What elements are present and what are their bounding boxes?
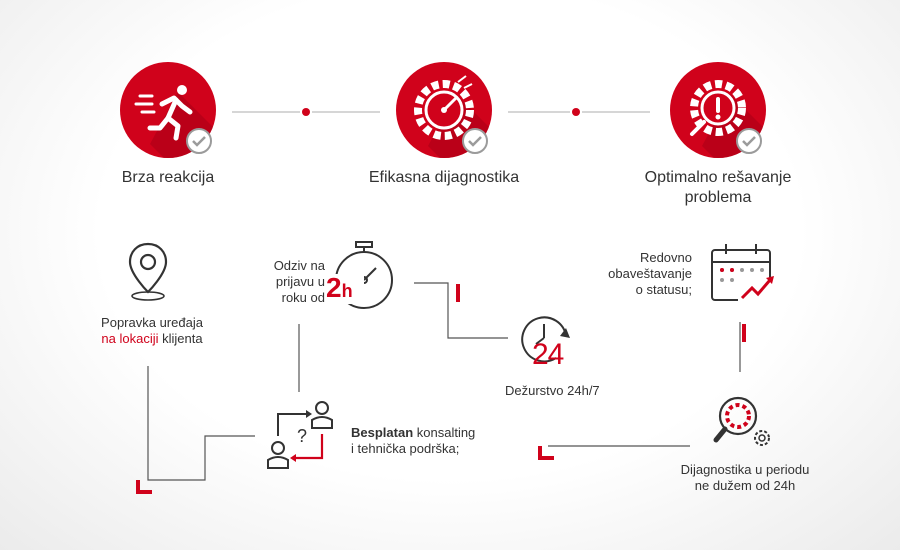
clock-24-icon (521, 316, 570, 363)
benefit-badge-fast-response (120, 62, 216, 158)
step-support-text: Besplatan konsalting i tehnička podrška; (351, 425, 476, 456)
question-mark: ? (297, 426, 308, 446)
stopwatch-icon (326, 241, 393, 309)
response-time-badge: 2h (326, 272, 353, 303)
benefit-label: Optimalno rešavanje problema (644, 169, 792, 206)
step-response-text: Odziv na prijavu u roku od (273, 258, 325, 305)
step-reporting-text: Redovno obaveštavanje o statusu; (608, 250, 692, 297)
gear-warning-wrench-icon (690, 80, 746, 136)
duty-24-number: 24 (532, 338, 564, 371)
calendar-chart-icon (711, 244, 774, 304)
step-duty-text: Dežurstvo 24h/7 (505, 383, 600, 398)
benefit-label: Efikasna dijagnostika (368, 169, 520, 186)
checkmark-icon (186, 128, 212, 154)
step-location-text: Popravka uređaja na lokaciji klijenta (101, 315, 203, 346)
benefit-label: Brza reakcija (121, 169, 215, 186)
consulting-people-icon (267, 401, 333, 469)
running-person-icon (134, 85, 193, 141)
benefit-badge-problem-solving (670, 62, 766, 158)
gear-gauge-icon (414, 75, 474, 140)
step-diagnostics-text: Dijagnostika u periodu ne dužem od 24h (680, 462, 810, 493)
magnifier-gear-icon (713, 396, 770, 446)
benefit-badge-diagnostics (396, 62, 492, 158)
checkmark-icon (736, 128, 762, 154)
checkmark-icon (462, 128, 488, 154)
location-pin-icon (128, 242, 168, 301)
